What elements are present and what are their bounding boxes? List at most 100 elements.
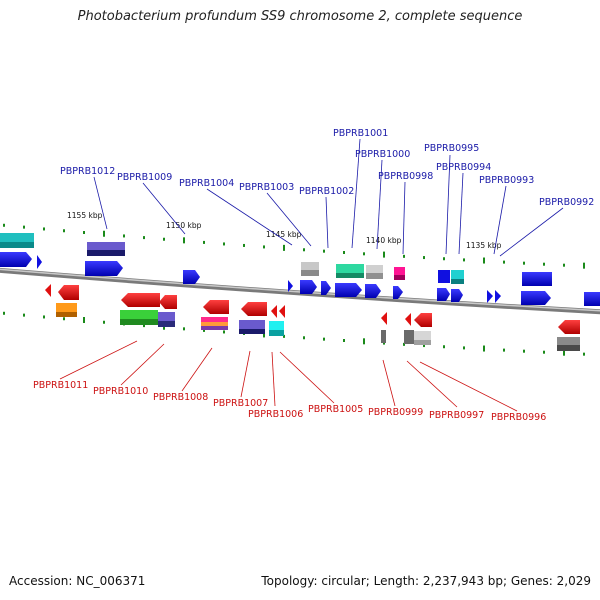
gene-label-forward[interactable]: PBPRB1001	[333, 128, 388, 139]
gene-arrow[interactable]	[495, 290, 501, 303]
gene-arrow[interactable]	[405, 313, 411, 326]
gene-arrow[interactable]	[365, 284, 381, 298]
scale-tick	[243, 243, 245, 247]
gene-label-reverse[interactable]: PBPRB1008	[153, 392, 208, 403]
scale-tick	[583, 262, 585, 269]
gene-block[interactable]	[336, 273, 364, 278]
gene-arrow[interactable]	[288, 280, 293, 292]
gene-label-forward[interactable]: PBPRB0994	[436, 162, 491, 173]
gene-label-forward[interactable]: PBPRB1002	[299, 186, 354, 197]
gene-block[interactable]	[239, 329, 265, 334]
gene-arrow[interactable]	[300, 280, 317, 294]
gene-block[interactable]	[451, 270, 464, 279]
gene-block[interactable]	[239, 320, 265, 329]
gene-arrow[interactable]	[381, 312, 387, 325]
gene-block[interactable]	[522, 272, 552, 286]
gene-label-reverse[interactable]: PBPRB1011	[33, 380, 88, 391]
gene-block[interactable]	[584, 292, 600, 306]
gene-block[interactable]	[56, 303, 77, 312]
gene-block[interactable]	[366, 273, 383, 279]
gene-label-forward[interactable]: PBPRB1004	[179, 178, 234, 189]
gene-block[interactable]	[158, 312, 175, 321]
scale-tick	[363, 252, 365, 256]
gene-block[interactable]	[87, 242, 125, 250]
gene-block[interactable]	[438, 270, 450, 283]
scale-tick	[503, 260, 505, 264]
scale-label: 1135 kbp	[466, 241, 502, 250]
gene-block[interactable]	[0, 242, 34, 248]
gene-block[interactable]	[0, 233, 34, 242]
scale-tick	[383, 251, 385, 258]
gene-arrow[interactable]	[121, 293, 160, 307]
gene-label-reverse[interactable]: PBPRB1007	[213, 398, 268, 409]
gene-block[interactable]	[56, 312, 77, 317]
scale-tick	[423, 344, 425, 348]
gene-arrow[interactable]	[45, 284, 51, 297]
gene-arrow[interactable]	[414, 313, 432, 327]
gene-label-reverse[interactable]: PBPRB1005	[308, 404, 363, 415]
scale-tick	[263, 331, 265, 338]
gene-block[interactable]	[404, 330, 414, 344]
gene-block[interactable]	[381, 330, 386, 343]
gene-label-reverse[interactable]: PBPRB1006	[248, 409, 303, 420]
gene-label-reverse[interactable]: PBPRB0996	[491, 412, 546, 423]
gene-label-forward[interactable]: PBPRB0993	[479, 175, 534, 186]
scale-tick	[383, 341, 385, 345]
gene-label-reverse[interactable]: PBPRB0997	[429, 410, 484, 421]
gene-block[interactable]	[201, 317, 228, 322]
gene-arrow[interactable]	[393, 286, 403, 299]
gene-block[interactable]	[158, 321, 175, 327]
gene-block[interactable]	[120, 319, 158, 325]
gene-label-forward[interactable]: PBPRB1009	[117, 172, 172, 183]
gene-arrow[interactable]	[451, 289, 463, 302]
gene-label-reverse[interactable]: PBPRB1010	[93, 386, 148, 397]
gene-block[interactable]	[394, 267, 405, 275]
gene-block[interactable]	[201, 326, 228, 330]
gene-block[interactable]	[201, 322, 228, 326]
gene-arrow[interactable]	[203, 300, 229, 314]
gene-arrow[interactable]	[0, 252, 32, 267]
gene-block[interactable]	[414, 340, 431, 345]
gene-arrow[interactable]	[437, 288, 450, 301]
gene-block[interactable]	[87, 250, 125, 256]
gene-arrow[interactable]	[321, 281, 331, 295]
gene-block[interactable]	[301, 262, 319, 270]
gene-block[interactable]	[269, 321, 284, 330]
gene-label-reverse[interactable]: PBPRB0999	[368, 407, 423, 418]
scale-tick	[43, 227, 45, 231]
gene-arrow[interactable]	[335, 283, 362, 297]
gene-block[interactable]	[414, 331, 431, 340]
scale-tick	[463, 258, 465, 262]
gene-block[interactable]	[557, 345, 580, 351]
gene-arrow[interactable]	[37, 255, 42, 269]
gene-arrow[interactable]	[521, 291, 551, 305]
gene-block[interactable]	[394, 275, 405, 280]
gene-arrow[interactable]	[159, 295, 177, 309]
scale-tick	[83, 317, 85, 324]
gene-label-forward[interactable]: PBPRB0995	[424, 143, 479, 154]
gene-arrow[interactable]	[183, 270, 200, 284]
gene-arrow[interactable]	[85, 261, 123, 276]
gene-arrow[interactable]	[279, 305, 285, 318]
gene-label-forward[interactable]: PBPRB1000	[355, 149, 410, 160]
scale-tick	[483, 257, 485, 264]
gene-block[interactable]	[301, 270, 319, 276]
gene-arrow[interactable]	[58, 285, 79, 300]
gene-block[interactable]	[451, 279, 464, 284]
gene-label-forward[interactable]: PBPRB0998	[378, 171, 433, 182]
gene-arrow[interactable]	[241, 302, 267, 316]
scale-tick	[363, 338, 365, 345]
scale-label: 1145 kbp	[266, 230, 302, 239]
gene-label-forward[interactable]: PBPRB1012	[60, 166, 115, 177]
gene-arrow[interactable]	[558, 320, 580, 334]
gene-block[interactable]	[269, 330, 284, 336]
gene-label-forward[interactable]: PBPRB1003	[239, 182, 294, 193]
gene-block[interactable]	[120, 310, 158, 319]
gene-label-forward[interactable]: PBPRB0992	[539, 197, 594, 208]
gene-arrow[interactable]	[487, 290, 493, 303]
gene-arrow[interactable]	[271, 305, 277, 318]
gene-block[interactable]	[366, 265, 383, 273]
gene-block[interactable]	[557, 337, 580, 345]
gene-block[interactable]	[336, 264, 364, 273]
scale-tick	[263, 245, 265, 249]
